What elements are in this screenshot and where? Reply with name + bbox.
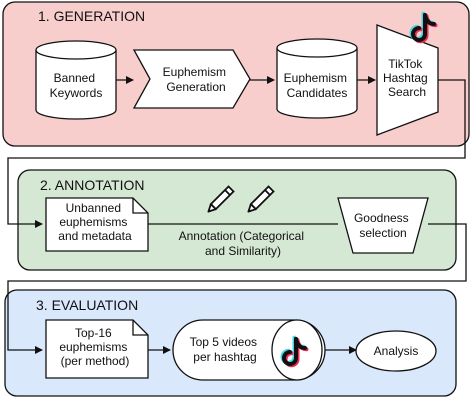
euphemism-generation-node: Euphemism Generation (132, 49, 251, 109)
annotation-label-line-2: and Similarity) (205, 244, 281, 258)
unbanned-euphemisms-line-1: Unbanned (66, 201, 121, 215)
svg-text:Euphemism Generation: Euphemism Generation (163, 65, 230, 94)
annotation-title: 2. ANNOTATION (40, 177, 145, 193)
unbanned-euphemisms-line-2: euphemisms (59, 215, 127, 229)
banned-keywords-node: Banned Keywords (35, 40, 117, 120)
unbanned-euphemisms-node: Unbanned euphemisms and metadata (45, 197, 149, 252)
svg-text:Euphemism Candidates: Euphemism Candidates (284, 71, 351, 100)
svg-text:Unbanned euphemisms: Unbanned euphemisms and metadata (58, 201, 132, 243)
svg-text:Annotation (Categorical: Annotation (Categorical and Similarity) (179, 229, 308, 258)
svg-text:Banned Keywords: Banned Keywords (50, 71, 103, 100)
tiktok-hashtag-search-node: TikTok Hashtag Search (376, 24, 439, 136)
euphemism-candidates-line-2: Candidates (287, 86, 348, 100)
evaluation-title: 3. EVALUATION (36, 297, 138, 313)
svg-text:Top 5 videos per hashtag: Top 5 videos per hashtag (190, 335, 261, 364)
edge-goodness-to-top16 (7, 223, 467, 354)
euphemism-generation-line-1: Euphemism (163, 65, 226, 79)
goodness-selection-node: Goodness selection (337, 197, 429, 254)
top16-euphemisms-line-2: euphemisms (59, 340, 127, 354)
banned-keywords-line-2: Keywords (50, 86, 103, 100)
top5-videos-line-1: Top 5 videos (190, 335, 257, 349)
banned-keywords-line-1: Banned (54, 71, 95, 85)
tiktok-hashtag-search-line-3: Search (388, 85, 426, 99)
svg-text:Top-16 euphemisms: Top-16 euphemisms (per method) (59, 326, 130, 368)
euphemism-candidates-line-1: Euphemism (284, 71, 347, 85)
tiktok-hashtag-search-line-2: Hashtag (383, 71, 428, 85)
goodness-selection-line-1: Goodness (354, 211, 409, 225)
top16-euphemisms-node: Top-16 euphemisms (per method) (45, 319, 149, 379)
edge-search-to-unbanned (7, 79, 466, 228)
svg-text:Goodness selection: Goodness selection (354, 211, 412, 240)
svg-text:TikTok Hashtag Sea: TikTok Hashtag Search (383, 57, 431, 99)
euphemism-candidates-node: Euphemism Candidates (276, 38, 358, 119)
goodness-selection-line-2: selection (359, 226, 406, 240)
analysis-label: Analysis (374, 344, 419, 358)
top16-euphemisms-line-1: Top-16 (75, 326, 112, 340)
unbanned-euphemisms-line-3: and metadata (58, 229, 132, 243)
annotation-label: Annotation (Categorical and Similarity) (179, 229, 308, 258)
top16-euphemisms-line-3: (per method) (61, 354, 130, 368)
euphemism-generation-line-2: Generation (166, 80, 225, 94)
generation-title: 1. GENERATION (38, 8, 145, 24)
annotation-label-line-1: Annotation (Categorical (179, 229, 304, 243)
analysis-node: Analysis (355, 330, 437, 372)
tiktok-hashtag-search-line-1: TikTok (388, 57, 423, 71)
top5-videos-line-2: per hashtag (193, 350, 256, 364)
